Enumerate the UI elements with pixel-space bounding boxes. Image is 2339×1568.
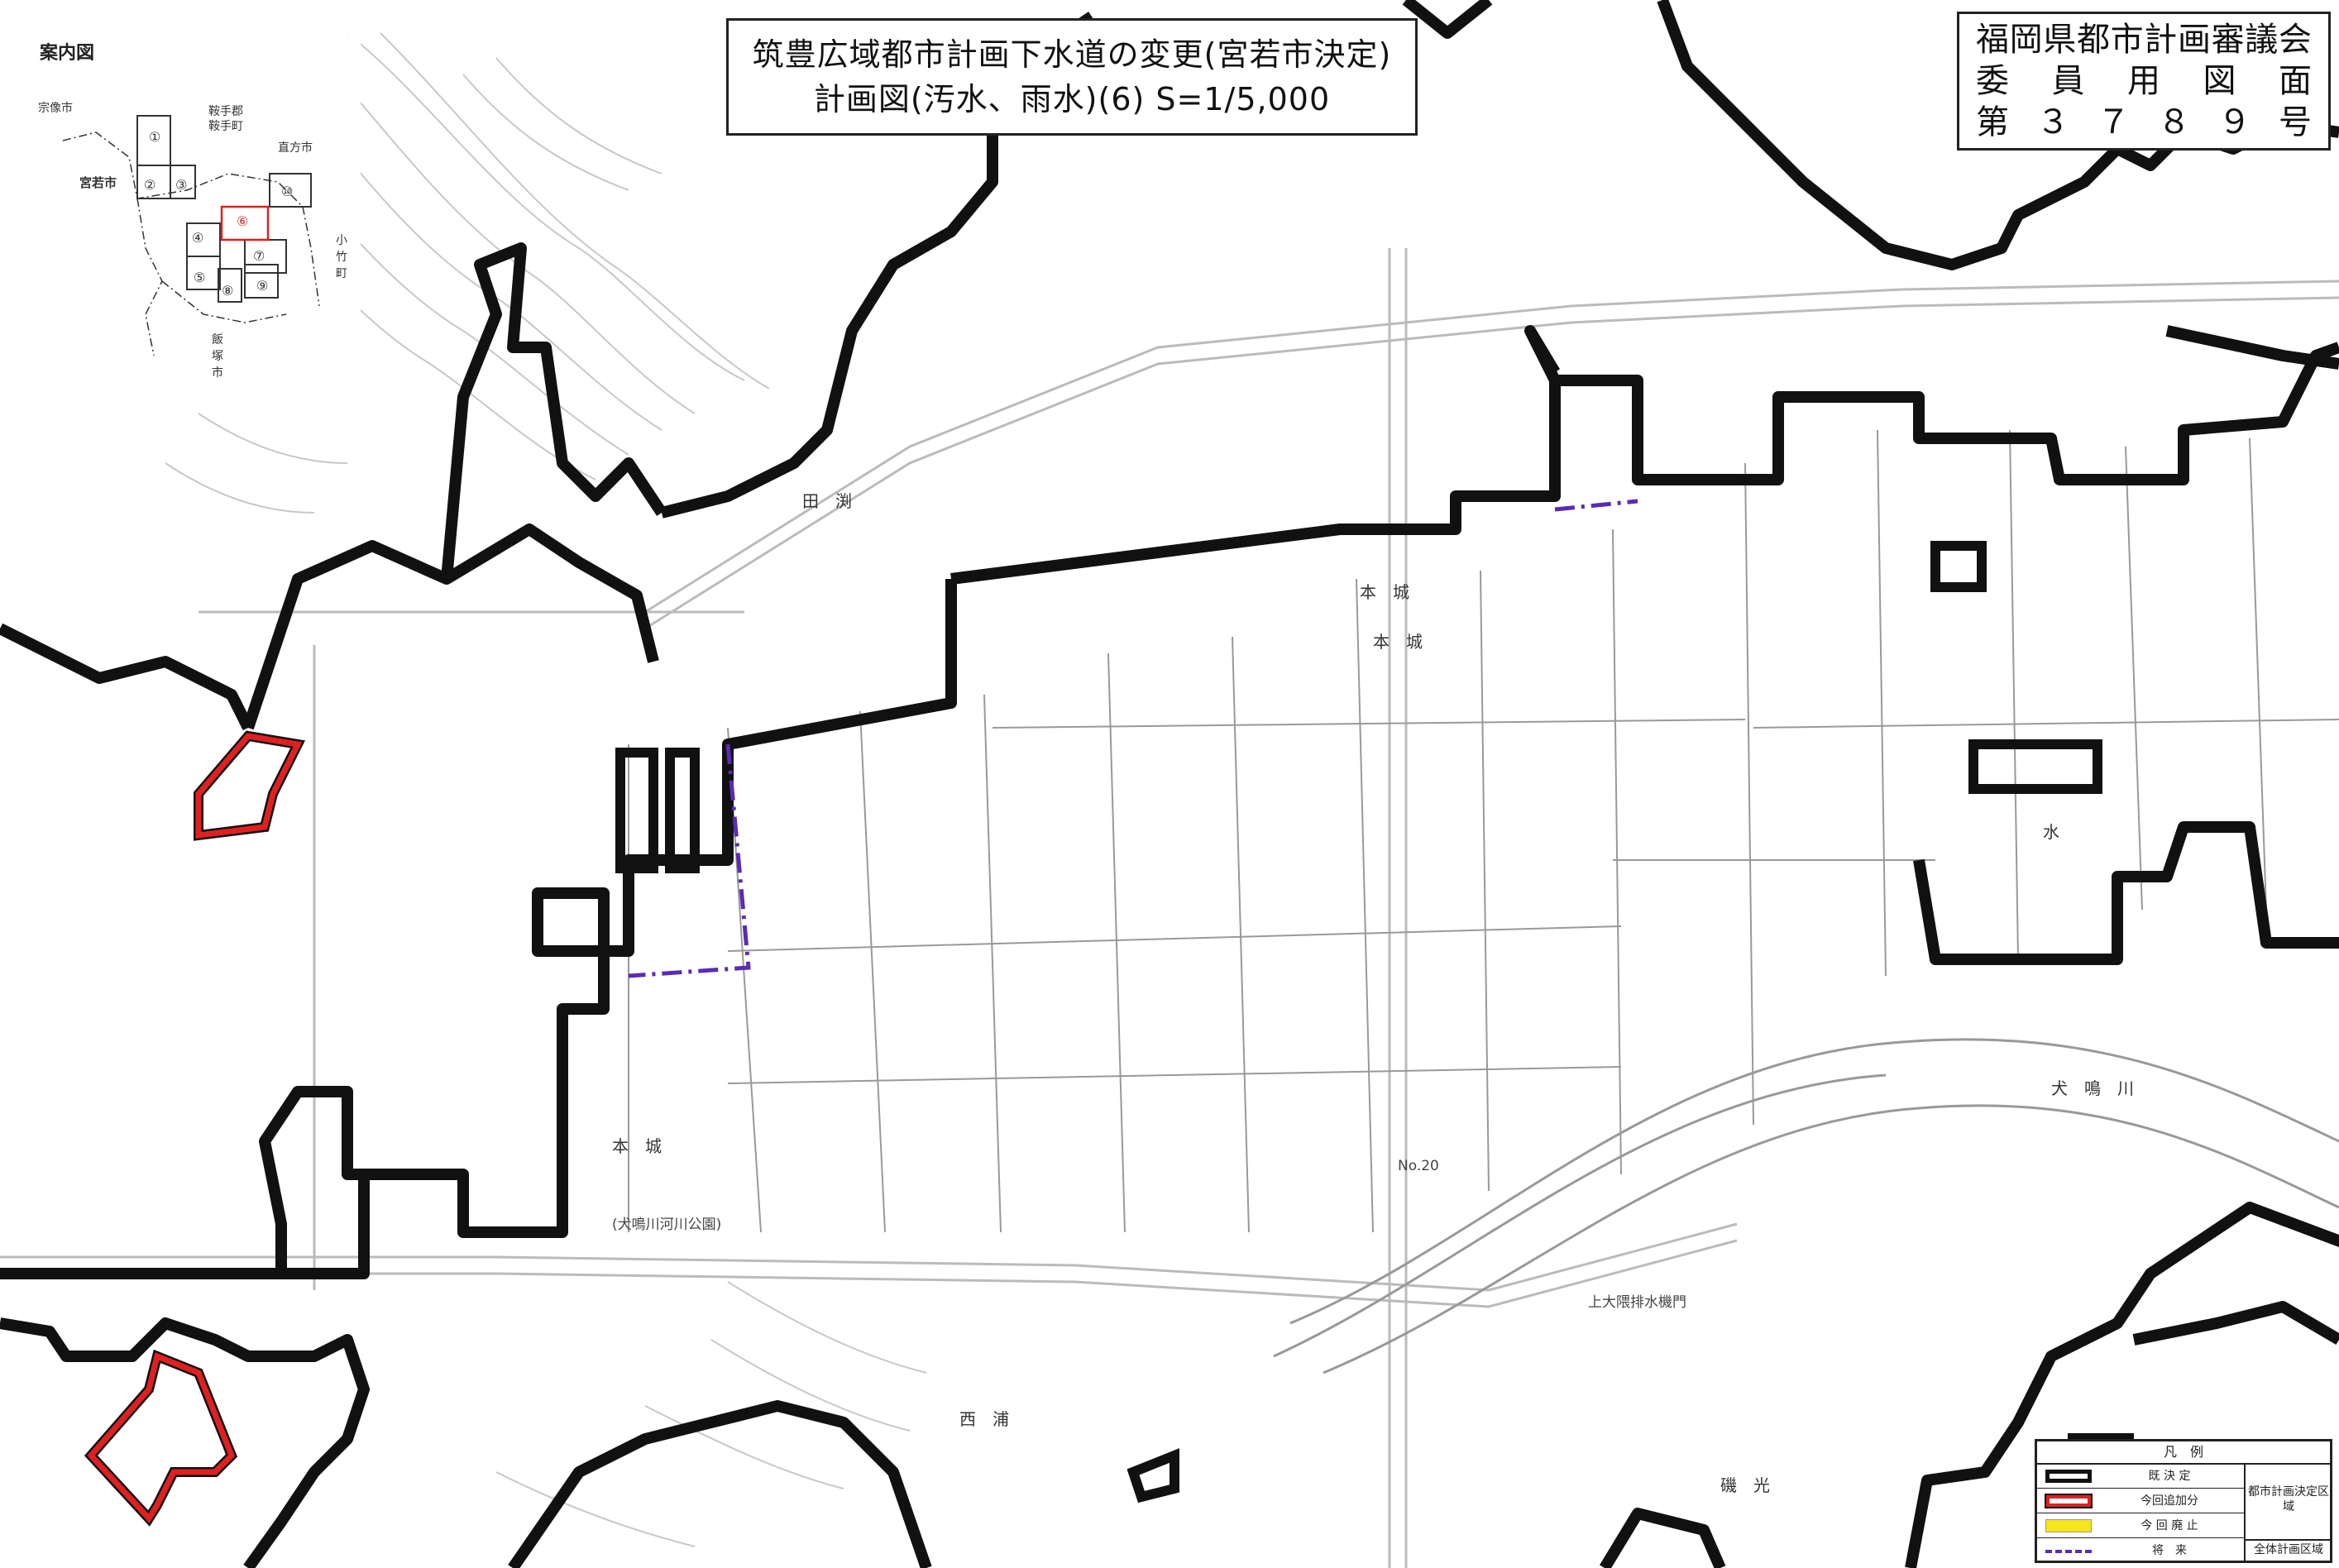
label-inunaki-park: (犬鳴川河川公園) (612, 1217, 722, 1233)
index-sheet-2[interactable]: ② (144, 177, 156, 193)
legend-row-future: 将 来 (2037, 1539, 2244, 1562)
inunaki-river (1273, 1038, 2339, 1374)
council-char: 面 (2279, 62, 2312, 100)
council-char: 計 (2144, 21, 2178, 59)
index-sheet-7[interactable]: ⑦ (253, 248, 265, 264)
council-char: 図 (2203, 62, 2236, 100)
council-char: 審 (2211, 21, 2245, 59)
council-char: 市 (2110, 21, 2144, 59)
index-sheet-4[interactable]: ④ (192, 230, 204, 246)
label-pump: 上大隈排水機門 (1588, 1294, 1686, 1311)
council-char: ９ (2217, 103, 2251, 141)
title-box: 筑豊広域都市計画下水道の変更(宮若市決定) 計画図(汚水、雨水)(6) S=1/… (726, 18, 1418, 136)
index-map: 案内図 宗像市 鞍手郡 鞍手町 直方市 宮若市 小竹町 飯塚市 ① ② ③ ④ … (5, 33, 361, 389)
council-char: 福 (1976, 21, 2009, 59)
council-char: 都 (2076, 21, 2110, 59)
legend-row-added: 今回追加分 (2037, 1489, 2244, 1513)
council-char: 号 (2278, 103, 2312, 141)
index-place-kurate-gun: 鞍手郡 (208, 105, 243, 118)
legend-label-future: 将 来 (2152, 1544, 2187, 1557)
added-area (87, 733, 303, 1523)
index-sheet-1[interactable]: ① (149, 129, 161, 145)
legend-label-existing: 既 決 定 (2148, 1470, 2191, 1483)
council-name: 福岡県都市計画審議会 (1976, 19, 2312, 60)
council-char: 岡 (2009, 21, 2043, 59)
legend-planning-area: 都市計画決定区域 (2248, 1485, 2329, 1513)
index-map-title: 案内図 (40, 43, 95, 64)
field-grid (628, 429, 2339, 1233)
index-sheet-3[interactable]: ③ (175, 177, 188, 193)
council-char: ３ (2036, 103, 2070, 141)
label-nishiura: 西 浦 (959, 1409, 1009, 1429)
index-sheet-10[interactable]: ⑩ (281, 184, 294, 199)
label-honjo-2: 本 城 (1373, 632, 1423, 652)
label-honjo-1: 本 城 (1360, 582, 1409, 602)
legend-label-abolished: 今 回 廃 止 (2140, 1519, 2198, 1532)
index-place-iizuka: 飯塚市 (212, 333, 223, 380)
index-place-kurate-machi: 鞍手町 (208, 120, 243, 133)
council-char: 議 (2245, 21, 2279, 59)
label-isomitsu: 磯 光 (1720, 1475, 1770, 1495)
existing-parcels (615, 541, 2102, 1503)
legend-label-added: 今回追加分 (2140, 1494, 2198, 1508)
index-place-munakata: 宗像市 (38, 102, 73, 115)
council-char: 員 (2051, 62, 2085, 100)
legend-symbol-existing (2045, 1470, 2092, 1483)
legend-symbol-future (2045, 1550, 2092, 1553)
map-title: 筑豊広域都市計画下水道の変更(宮若市決定) (752, 36, 1392, 73)
index-map-svg (62, 115, 320, 356)
index-place-miyawaka: 宮若市 (79, 175, 117, 190)
council-drawing-type: 委員用図面 (1976, 60, 2312, 102)
map-subtitle: 計画図(汚水、雨水)(6) S=1/5,000 (813, 81, 1331, 117)
legend-row-abolished: 今 回 廃 止 (2037, 1514, 2244, 1538)
label-mizu: 水 (2043, 822, 2059, 842)
council-char: 画 (2177, 21, 2211, 59)
future-boundary (628, 499, 1638, 978)
index-place-kotake: 小竹町 (336, 234, 347, 280)
legend-divider (2244, 1539, 2330, 1541)
label-inunaki-river: 犬 鳴 川 (2051, 1078, 2134, 1098)
label-tabuchi: 田 渕 (802, 491, 852, 511)
council-char: ８ (2157, 103, 2191, 141)
council-char: 委 (1976, 62, 2009, 100)
index-sheet-9[interactable]: ⑨ (256, 278, 269, 294)
road-network (0, 248, 2339, 1568)
index-sheet-8[interactable]: ⑧ (222, 283, 234, 299)
legend: 凡 例 既 決 定 今回追加分 今 回 廃 止 将 来 都市計画決定区域 全体計… (2035, 1439, 2332, 1563)
added-area-outline (84, 730, 305, 1527)
council-char: 用 (2127, 62, 2160, 100)
legend-symbol-added (2045, 1494, 2093, 1508)
label-no20: No.20 (1398, 1158, 1439, 1174)
council-char: ７ (2097, 103, 2131, 141)
index-place-nogata: 直方市 (278, 141, 313, 155)
legend-symbol-abolished (2045, 1519, 2092, 1532)
legend-divider (2244, 1463, 2246, 1562)
label-honjo-3: 本 城 (612, 1136, 662, 1156)
index-sheet-5[interactable]: ⑤ (194, 270, 206, 285)
council-char: 第 (1976, 103, 2009, 141)
index-sheet-6-active[interactable]: ⑥ (237, 213, 249, 229)
legend-heading: 凡 例 (2037, 1441, 2330, 1465)
legend-overall-area: 全体計画区域 (2254, 1543, 2323, 1556)
council-char: 会 (2278, 21, 2312, 59)
council-char: 県 (2043, 21, 2077, 59)
legend-row-existing: 既 決 定 (2037, 1465, 2244, 1489)
